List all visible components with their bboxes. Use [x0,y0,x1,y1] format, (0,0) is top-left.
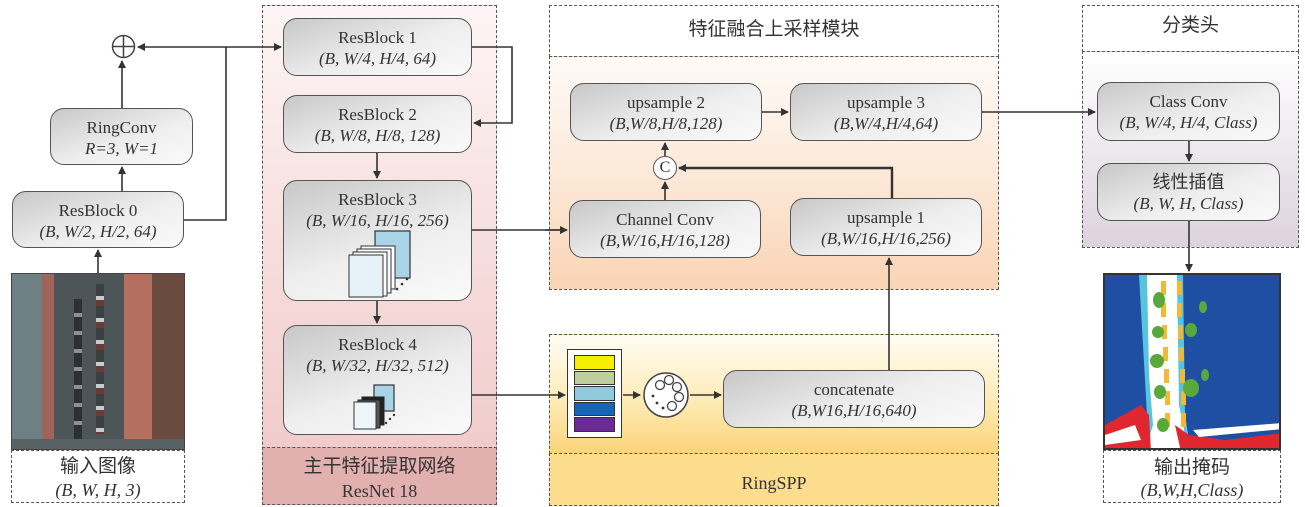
ringconv-title: RingConv [86,118,157,137]
upsample1-title: upsample 1 [847,208,925,227]
concatenate-shape: (B,W16,H/16,640) [791,401,917,420]
concat-symbol: C [653,156,677,180]
upsample2-node[interactable]: upsample 2 (B,W/8,H/8,128) [570,83,762,141]
channel-conv-title: Channel Conv [616,210,714,229]
ringconv-shape: R=3, W=1 [85,139,158,158]
wire-resblock0-skip [184,47,227,221]
upsample3-node[interactable]: upsample 3 (B,W/4,H/4,64) [790,83,982,141]
resblock3-title: ResBlock 3 [338,190,417,209]
concat-symbol-label: C [659,159,671,176]
upsample2-shape: (B,W/8,H/8,128) [609,114,723,133]
class-conv-title: Class Conv [1149,92,1228,111]
feature-maps-small-icon [352,383,402,431]
input-building-left [12,274,42,449]
pooling-level-3 [574,386,615,401]
upsample1-node[interactable]: upsample 1 (B,W/16,H/16,256) [790,198,982,256]
resblock2-shape: (B, W/8, H/8, 128) [314,126,441,145]
input-bottom-road [12,439,184,449]
resblock0-title: ResBlock 0 [58,201,138,220]
resblock1-node[interactable]: ResBlock 1 (B, W/4, H/4, 64) [283,18,472,76]
input-roof-edge [42,274,54,444]
upsample2-title: upsample 2 [627,93,705,112]
input-cars-2 [96,284,104,434]
upsample3-shape: (B,W/4,H/4,64) [833,114,939,133]
upsample1-shape: (B,W/16,H/16,256) [821,229,951,248]
feature-maps-icon [346,229,416,299]
input-building-right [124,274,152,439]
resblock0-shape: (B, W/2, H/2, 64) [39,222,157,241]
input-image [11,273,185,450]
channel-conv-shape: (B,W/16,H/16,128) [600,231,730,250]
pooling-level-4 [574,401,615,417]
backbone-subtitle: ResNet 18 [341,481,418,501]
interp-node[interactable]: 线性插值 (B, W, H, Class) [1097,163,1280,221]
concatenate-title: concatenate [813,380,895,399]
pooling-levels [574,355,615,432]
wire-resblock1-resblock2 [472,46,513,127]
resblock4-shape: (B, W/32, H/32, 512) [306,356,449,375]
resblock4-node[interactable]: ResBlock 4 (B, W/32, H/32, 512) [283,325,472,435]
ringspp-title: RingSPP [741,473,807,493]
channel-conv-node[interactable]: Channel Conv (B,W/16,H/16,128) [569,200,761,258]
class-conv-node[interactable]: Class Conv (B, W/4, H/4, Class) [1097,82,1280,141]
input-title: 输入图像 [59,456,136,477]
backbone-footer [262,447,497,505]
pooling-level-5 [574,417,615,432]
fusion-title: 特征融合上采样模块 [688,19,860,40]
interp-title: 线性插值 [1152,172,1225,192]
pooling-stack [567,349,622,438]
head-title: 分类头 [1161,15,1219,36]
backbone-title: 主干特征提取网络 [303,456,456,477]
output-mask [1103,273,1281,450]
pooling-level-1 [574,355,615,370]
output-caption-box [1103,450,1281,503]
interp-shape: (B, W, H, Class) [1133,194,1244,213]
input-shape: (B, W, H, 3) [55,480,141,500]
resblock2-node[interactable]: ResBlock 2 (B, W/8, H/8, 128) [283,95,472,153]
upsample3-title: upsample 3 [847,93,925,112]
resblock2-title: ResBlock 2 [338,105,417,124]
output-title: 输出掩码 [1153,457,1230,478]
resblock4-title: ResBlock 4 [338,335,417,354]
wire-upsample1-concat [678,164,894,198]
output-shape: (B,W,H,Class) [1140,480,1244,500]
resblock3-shape: (B, W/16, H/16, 256) [306,211,449,230]
input-courtyard [152,274,184,439]
resblock1-title: ResBlock 1 [338,28,417,47]
ring-kernel-icon [642,371,690,419]
pooling-level-2 [574,370,615,386]
input-caption-box [11,450,185,503]
resblock1-shape: (B, W/4, H/4, 64) [318,49,437,68]
ringspp-footer [549,453,999,506]
concatenate-node[interactable]: concatenate (B,W16,H/16,640) [723,370,985,428]
resblock0-node[interactable]: ResBlock 0 (B, W/2, H/2, 64) [12,191,184,248]
class-conv-shape: (B, W/4, H/4, Class) [1119,113,1258,132]
input-cars-1 [74,299,82,439]
add-icon [111,34,136,59]
input-road [54,274,124,449]
fusion-header [549,5,999,57]
ringconv-node[interactable]: RingConv R=3, W=1 [50,108,193,165]
